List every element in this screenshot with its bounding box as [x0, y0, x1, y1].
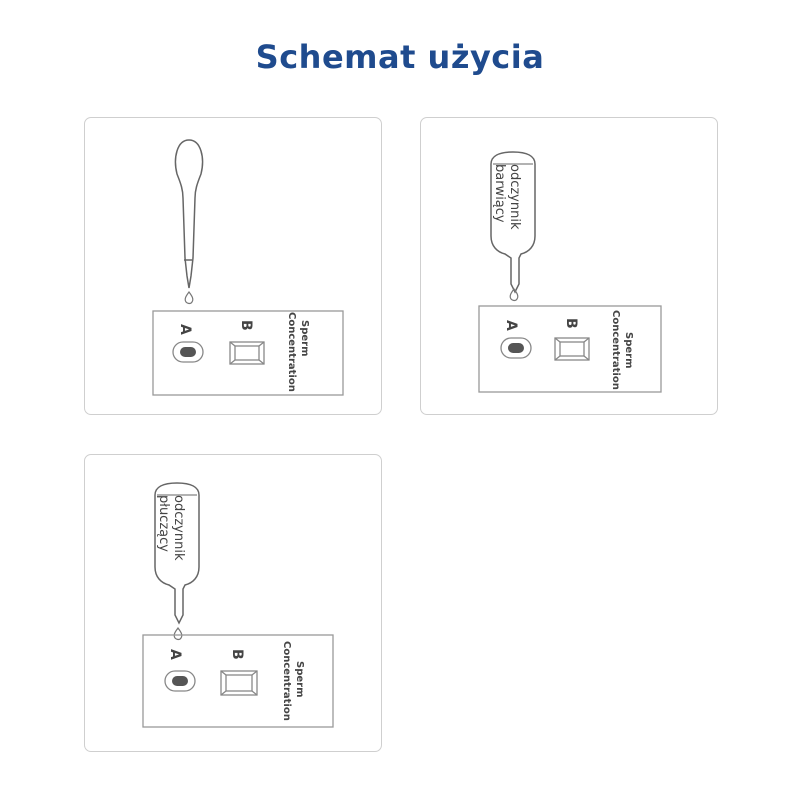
- well-b-label: B: [229, 649, 245, 660]
- step-2-panel: odczynnik barwiący A B Sperm Concentrati…: [420, 117, 718, 415]
- well-a-label: A: [167, 649, 183, 660]
- test-cassette: A B Sperm Concentration: [152, 310, 344, 396]
- bottle-label-line2: barwiący: [492, 164, 507, 223]
- well-b-label: B: [563, 318, 579, 329]
- sample-well: [172, 341, 204, 363]
- cassette-title-line2: Concentration: [286, 312, 297, 392]
- pipette-icon: [174, 139, 204, 289]
- sample-well: [164, 670, 196, 692]
- cassette-title-line2: Concentration: [610, 310, 621, 390]
- bottle-label-line1: odczynnik: [171, 495, 186, 561]
- result-window: [220, 670, 258, 696]
- step-3-panel: odczynnik płuczący A B Sperm Concentrati…: [84, 454, 382, 752]
- cassette-title-line2: Concentration: [281, 641, 292, 721]
- step-1-illustration: A B Sperm Concentration: [152, 139, 344, 396]
- drop-icon: [184, 290, 194, 305]
- drop-icon: [173, 626, 183, 641]
- sample-well-fill: [180, 347, 196, 357]
- test-cassette: A B Sperm Concentration: [142, 634, 334, 728]
- cassette-title-line1: Sperm: [299, 320, 310, 357]
- step-2-illustration: odczynnik barwiący A B Sperm Concentrati…: [478, 151, 662, 393]
- step-3-illustration: odczynnik płuczący A B Sperm Concentrati…: [142, 482, 334, 728]
- drop-icon: [509, 287, 519, 302]
- cassette-title-line1: Sperm: [294, 661, 305, 698]
- result-window: [554, 337, 590, 361]
- cassette-title-line1: Sperm: [623, 332, 634, 369]
- step-1-panel: A B Sperm Concentration: [84, 117, 382, 415]
- bottle-label-line1: odczynnik: [507, 164, 522, 230]
- result-window: [229, 341, 265, 365]
- bottle-icon: [490, 151, 536, 294]
- sample-well-fill: [172, 676, 188, 686]
- test-cassette: A B Sperm Concentration: [478, 305, 662, 393]
- sample-well-fill: [508, 343, 524, 353]
- bottle-label-line2: płuczący: [156, 495, 171, 552]
- sample-well: [500, 337, 532, 359]
- bottle-icon: [154, 482, 200, 625]
- page-title: Schemat użycia: [255, 38, 545, 76]
- well-a-label: A: [503, 320, 519, 331]
- well-a-label: A: [177, 324, 193, 335]
- well-b-label: B: [238, 320, 254, 331]
